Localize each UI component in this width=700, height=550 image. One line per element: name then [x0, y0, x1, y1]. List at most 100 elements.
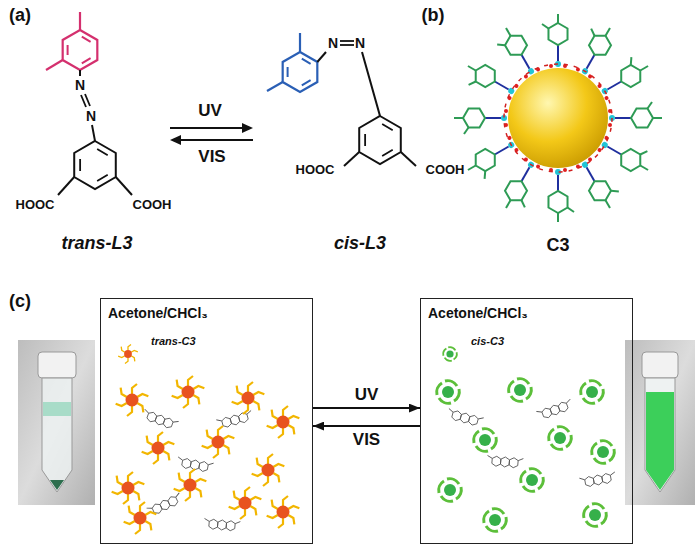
atom-label: N: [355, 36, 365, 50]
trans-cage-network: [176, 457, 213, 473]
vial-photo: [18, 340, 95, 505]
cis-azobenzene-structure: [359, 116, 401, 164]
trans-cage-network: [174, 469, 207, 501]
compound-name: trans-L3: [61, 234, 132, 252]
cis-cage-solution: [579, 472, 616, 488]
equilibrium-arrows: [242, 123, 253, 133]
group-label: HOOC: [16, 198, 55, 211]
cis-azobenzene-structure: [299, 33, 301, 52]
trans-cage-network: [204, 518, 241, 531]
cis-azobenzene-structure: [340, 44, 354, 46]
trans-azobenzene-structure: [80, 149, 108, 181]
cage-model: [454, 14, 662, 222]
panel-label: (a): [9, 6, 31, 24]
group-label: HOOC: [296, 163, 335, 176]
cage-model: [498, 157, 547, 217]
cage-model: [593, 52, 653, 101]
vial-photo: [642, 352, 678, 378]
panel-label: (b): [422, 6, 445, 24]
cis-cage-solution: [437, 381, 460, 404]
vial-photo: [646, 392, 674, 490]
cis-azobenzene-structure: [288, 59, 311, 86]
trans-cage-network: [142, 432, 175, 464]
cage-model: [463, 135, 523, 184]
cis-cage-solution: [592, 441, 615, 464]
trans-azobenzene-structure: [68, 37, 91, 64]
connector-part: [313, 408, 420, 426]
cage-model: [508, 68, 608, 168]
atom-label: N: [328, 36, 338, 50]
trans-cage-network: [232, 382, 265, 414]
cis-cage-solution: [484, 509, 507, 532]
solvent-label: Acetone/CHCl₃: [108, 305, 312, 321]
trans-cage-network: [252, 454, 285, 486]
vial-photo: [18, 340, 95, 505]
vial-photo: [43, 402, 71, 416]
vial-photo: [50, 480, 64, 490]
trans-azobenzene-structure: [58, 177, 74, 195]
equilibrium-arrows: [170, 123, 253, 145]
light-label: VIS: [351, 431, 382, 448]
cis-azobenzene-structure: [362, 52, 380, 116]
trans-cage-network: [229, 487, 262, 519]
cis-azobenzene-structure: [365, 124, 393, 156]
trans-azobenzene-structure: [74, 141, 116, 189]
cage-model: [542, 14, 568, 68]
cage-model: [608, 102, 662, 128]
trans-azobenzene-structure: [92, 125, 95, 141]
light-label: UV: [353, 386, 381, 403]
cis-azobenzene-structure: [267, 33, 416, 166]
trans-azobenzene-structure: [79, 12, 81, 30]
cis-cage-solution: [443, 347, 457, 361]
light-label: UV: [198, 102, 222, 119]
trans-cage-network: [141, 409, 178, 431]
panel-label: (c): [9, 292, 31, 310]
reaction-arrow: [313, 425, 420, 427]
panel-box: Acetone/CHCl₃ trans-C3: [100, 298, 313, 544]
cis-azobenzene-structure: [317, 52, 326, 62]
cage-model: [597, 129, 657, 178]
reaction-arrow: [313, 407, 420, 409]
trans-azobenzene-structure: [85, 94, 90, 106]
vial-photo: [625, 340, 695, 505]
state-label: trans-C3: [151, 335, 312, 348]
cage-model: [569, 20, 618, 80]
trans-cage-network: [124, 502, 157, 534]
trans-azobenzene-structure: [46, 12, 132, 195]
cis-cage-solution: [487, 455, 524, 468]
trans-cage-network: [112, 344, 300, 534]
trans-cage-network: [112, 472, 145, 504]
equilibrium-arrows: [170, 127, 244, 129]
cis-cage-solution: [536, 399, 573, 421]
cage-model: [504, 64, 612, 172]
cage-model: [460, 58, 520, 107]
vial-photo: [645, 378, 675, 492]
trans-azobenzene-structure: [79, 70, 81, 76]
trans-cage-network: [118, 344, 138, 363]
compound-name: C3: [546, 236, 569, 254]
trans-cage-network: [116, 384, 149, 416]
trans-cage-network: [172, 376, 205, 408]
solvent-label: Acetone/CHCl₃: [428, 305, 632, 321]
cis-cage-solution: [437, 347, 617, 531]
trans-azobenzene-structure: [116, 177, 132, 195]
trans-azobenzene-structure: [46, 60, 63, 70]
cage-model: [548, 168, 574, 222]
cis-cage-solution: [581, 381, 604, 404]
cis-cage-solution: [474, 429, 497, 452]
cis-azobenzene-structure: [283, 52, 318, 92]
vial-photo: [42, 378, 72, 492]
trans-cage-network: [267, 406, 300, 438]
cis-cage-solution: [509, 379, 532, 402]
cis-cage-solution: [446, 409, 483, 428]
cis-cage-solution: [521, 469, 544, 492]
trans-azobenzene-structure: [63, 30, 98, 70]
light-label: VIS: [198, 148, 225, 165]
equilibrium-arrows: [179, 139, 253, 141]
state-label: cis-C3: [471, 335, 632, 348]
cis-azobenzene-structure: [401, 152, 416, 166]
vial-photo: [625, 340, 695, 505]
trans-cage-network: [267, 496, 300, 528]
